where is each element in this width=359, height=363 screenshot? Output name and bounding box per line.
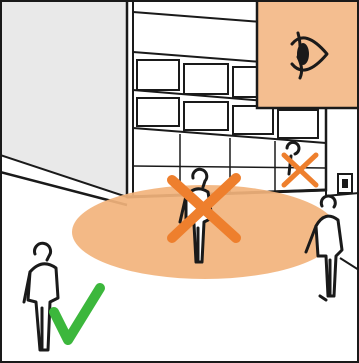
person-safe-distance — [24, 243, 58, 350]
wall-switch-icon — [338, 174, 352, 193]
floor-line-far-right — [340, 258, 359, 270]
left-wall — [0, 0, 127, 197]
check-mark — [54, 288, 100, 340]
